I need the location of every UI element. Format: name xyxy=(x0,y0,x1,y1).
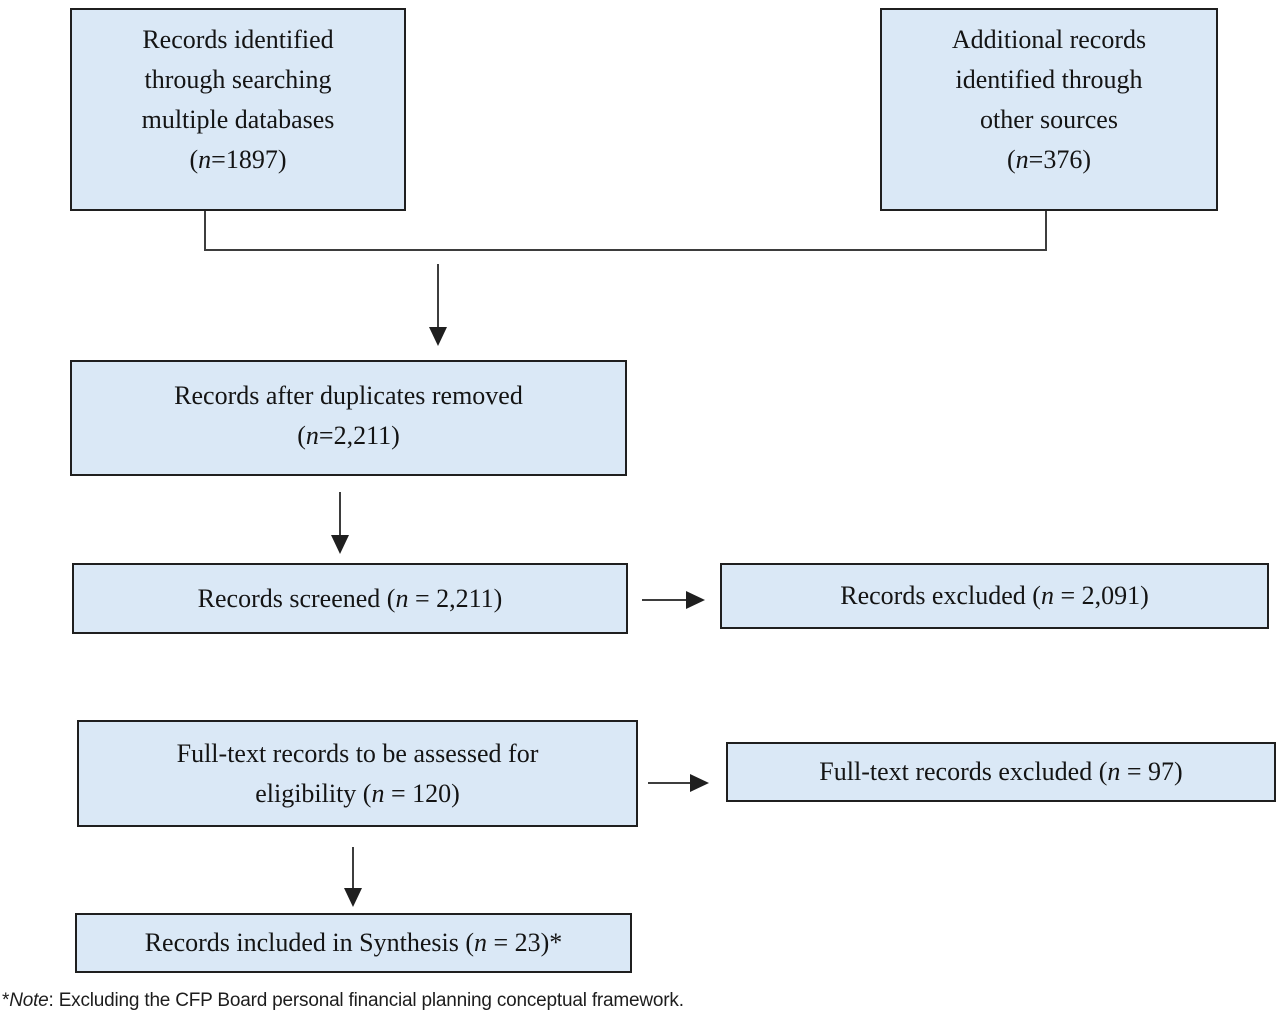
text-line: (n=376) xyxy=(1007,145,1091,174)
text-line: Records screened (n = 2,211) xyxy=(197,583,503,613)
text-line: eligibility (n = 120) xyxy=(255,779,460,808)
text-line: other sources xyxy=(980,105,1118,134)
box-fulltext-assessed: Full-text records to be assessed for elig… xyxy=(77,720,638,827)
arrow-to-duplicates-removed-head xyxy=(429,327,447,346)
text-line: identified through xyxy=(955,65,1143,94)
box-records-screened: Records screened (n = 2,211) xyxy=(72,563,628,634)
arrow-to-screened-head xyxy=(331,535,349,554)
text-line: (n=2,211) xyxy=(297,421,400,450)
text-line: Records identified xyxy=(142,25,334,54)
box-fulltext-excluded: Full-text records excluded (n = 97) xyxy=(726,742,1276,802)
arrow-to-excluded-line xyxy=(642,599,688,601)
box-records-included-synthesis: Records included in Synthesis (n = 23)* xyxy=(75,913,632,973)
footnote: *Note: Excluding the CFP Board personal … xyxy=(2,988,684,1014)
box-duplicates-removed: Records after duplicates removed (n=2,211… xyxy=(70,360,627,476)
arrow-to-fulltext-excluded-line xyxy=(648,782,692,784)
text-line: *Note: Excluding the CFP Board personal … xyxy=(2,990,684,1011)
arrow-to-included-head xyxy=(344,888,362,907)
box-additional-records-other-sources: Additional records identified through othe… xyxy=(880,8,1218,211)
connector-stub-right xyxy=(1045,211,1047,251)
arrow-to-duplicates-removed-line xyxy=(437,264,439,328)
text-line: Records after duplicates removed xyxy=(174,381,523,410)
text-line: (n=1897) xyxy=(189,145,287,174)
text-line: Records excluded (n = 2,091) xyxy=(840,581,1149,610)
text-line: Additional records xyxy=(951,25,1147,54)
text-line: Full-text records to be assessed for xyxy=(176,739,539,768)
arrow-to-included-line xyxy=(352,847,354,890)
box-records-identified-databases: Records identified through searching multi… xyxy=(70,8,406,211)
arrow-to-excluded-head xyxy=(686,591,705,609)
arrow-to-screened-line xyxy=(339,492,341,536)
box-records-excluded: Records excluded (n = 2,091) xyxy=(720,563,1269,629)
text-line: multiple databases xyxy=(141,105,335,134)
text-line: Full-text records excluded (n = 97) xyxy=(819,757,1183,786)
connector-horizontal-join xyxy=(204,249,1047,251)
text-line: Records included in Synthesis (n = 23)* xyxy=(144,928,563,957)
text-line: through searching xyxy=(144,65,332,94)
connector-stub-left xyxy=(204,211,206,251)
arrow-to-fulltext-excluded-head xyxy=(690,774,709,792)
